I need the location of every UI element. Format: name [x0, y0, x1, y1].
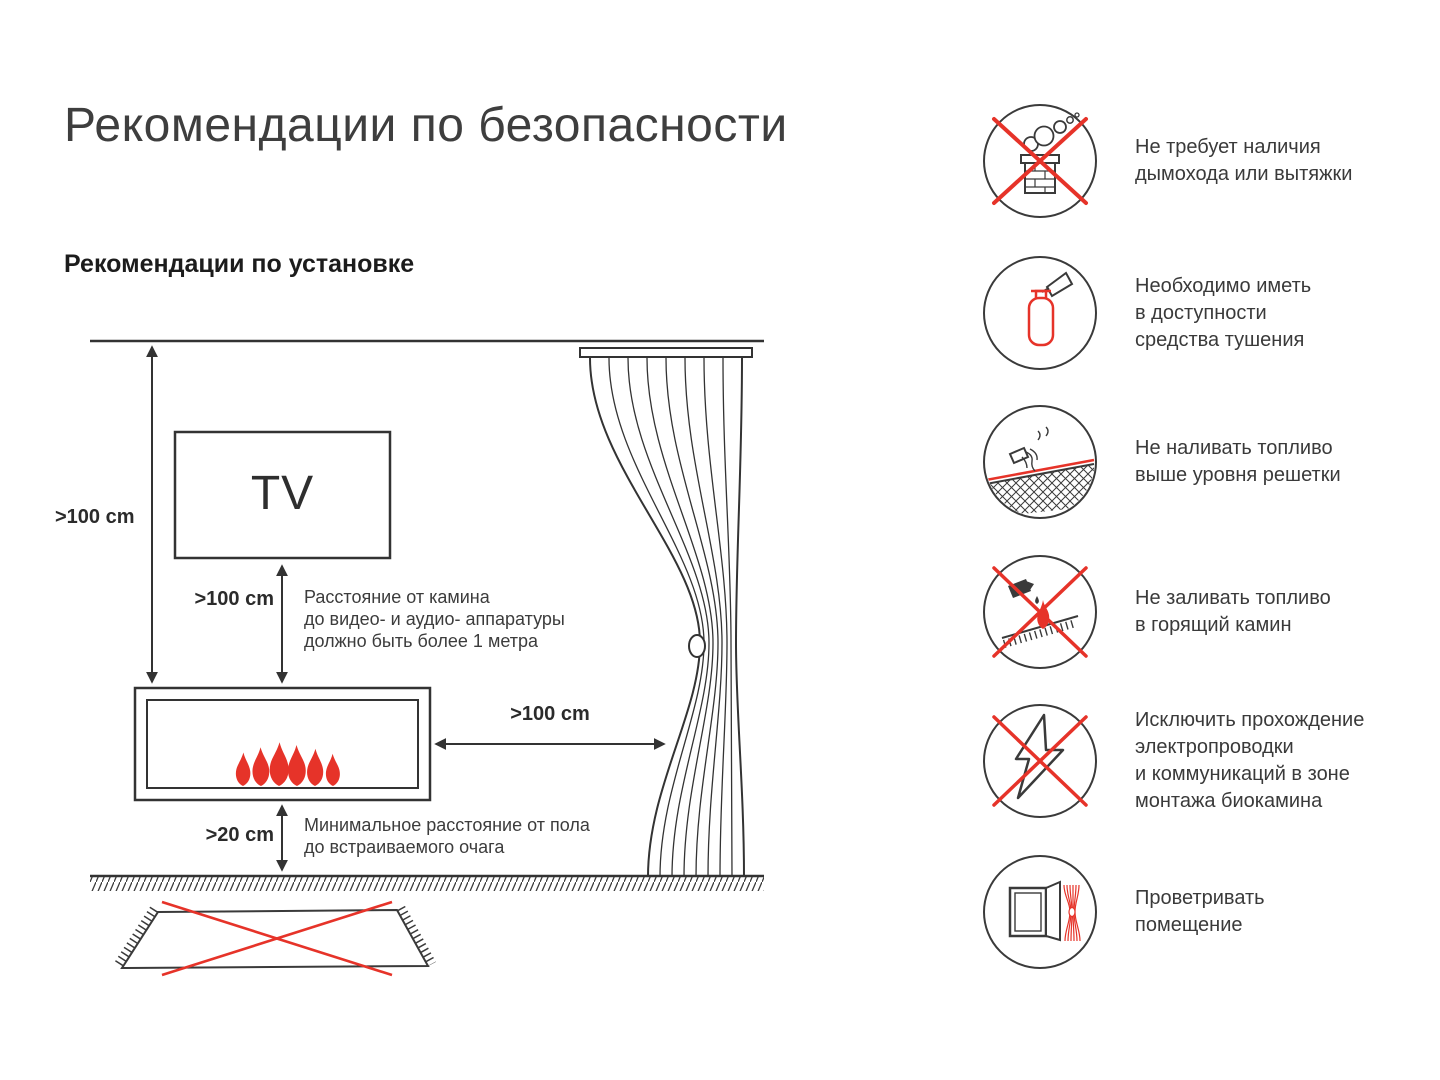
- rug-fringe-left: [114, 906, 158, 968]
- no-chimney-icon: [983, 104, 1097, 218]
- tv-box: [173, 430, 392, 560]
- tv-label: TV: [250, 467, 315, 520]
- curtain-rod: [579, 347, 753, 358]
- note-floor-distance: Минимальное расстояние от пола до встраи…: [304, 815, 590, 857]
- safety-item-text: Необходимо иметь в доступности средства …: [1135, 274, 1312, 351]
- safety-item-extinguisher: Необходимо иметь в доступности средства …: [980, 253, 1311, 373]
- note-tv-distance: Расстояние от камина до видео- и аудио- …: [304, 587, 565, 651]
- curtain-tie: [688, 634, 706, 658]
- no-refill-burning-icon: [983, 555, 1097, 669]
- safety-item-text: Не наливать топливо выше уровня решетки: [1135, 437, 1341, 486]
- safety-item-text: Не заливать топливо в горящий камин: [1135, 587, 1331, 636]
- safety-item-text: Не требует наличия дымохода или вытяжки: [1135, 136, 1353, 185]
- section-title: Рекомендации по установке: [64, 250, 415, 278]
- safety-item-ventilate: Проветривать помещение: [980, 852, 1265, 972]
- installation-diagram: [90, 339, 764, 977]
- dim-curtain-label: >100 cm: [510, 703, 590, 725]
- safety-item-fuel-level: Не наливать топливо выше уровня решетки: [980, 402, 1341, 522]
- no-electric-wiring-icon: [983, 704, 1097, 818]
- safety-item-no-wiring: Исключить прохождение электропроводки и …: [980, 701, 1364, 821]
- no-rug-cross-icon: [161, 900, 393, 977]
- floor-hatching: [90, 877, 764, 891]
- safety-item-no-refill: Не заливать топливо в горящий камин: [980, 552, 1331, 672]
- fuel-level-icon: [983, 405, 1097, 519]
- dim-floor-label: >20 cm: [205, 824, 274, 846]
- dim-wall-label: >100 cm: [55, 506, 135, 528]
- dim-tv-label: >100 cm: [194, 588, 274, 610]
- curtain-icon: [1063, 884, 1081, 942]
- red-cross-icon: [992, 566, 1088, 658]
- fuel-level-line: [985, 458, 1095, 482]
- rug-fringe-right: [397, 905, 436, 967]
- safety-item-text: Проветривать помещение: [1135, 887, 1265, 936]
- red-cross-icon: [992, 715, 1088, 807]
- page-title: Рекомендации по безопасности: [64, 99, 788, 152]
- ventilate-window-icon: [983, 855, 1097, 969]
- lightning-icon: [1014, 713, 1065, 800]
- red-cross-icon: [992, 117, 1088, 205]
- curtain: [579, 347, 753, 878]
- floor-line: [90, 874, 764, 891]
- safety-item-no-chimney: Не требует наличия дымохода или вытяжки: [980, 101, 1352, 221]
- rug: [114, 900, 436, 977]
- safety-item-text: Исключить прохождение электропроводки и …: [1135, 709, 1365, 812]
- fire-extinguisher-icon: [983, 256, 1097, 370]
- fireplace: [133, 686, 432, 802]
